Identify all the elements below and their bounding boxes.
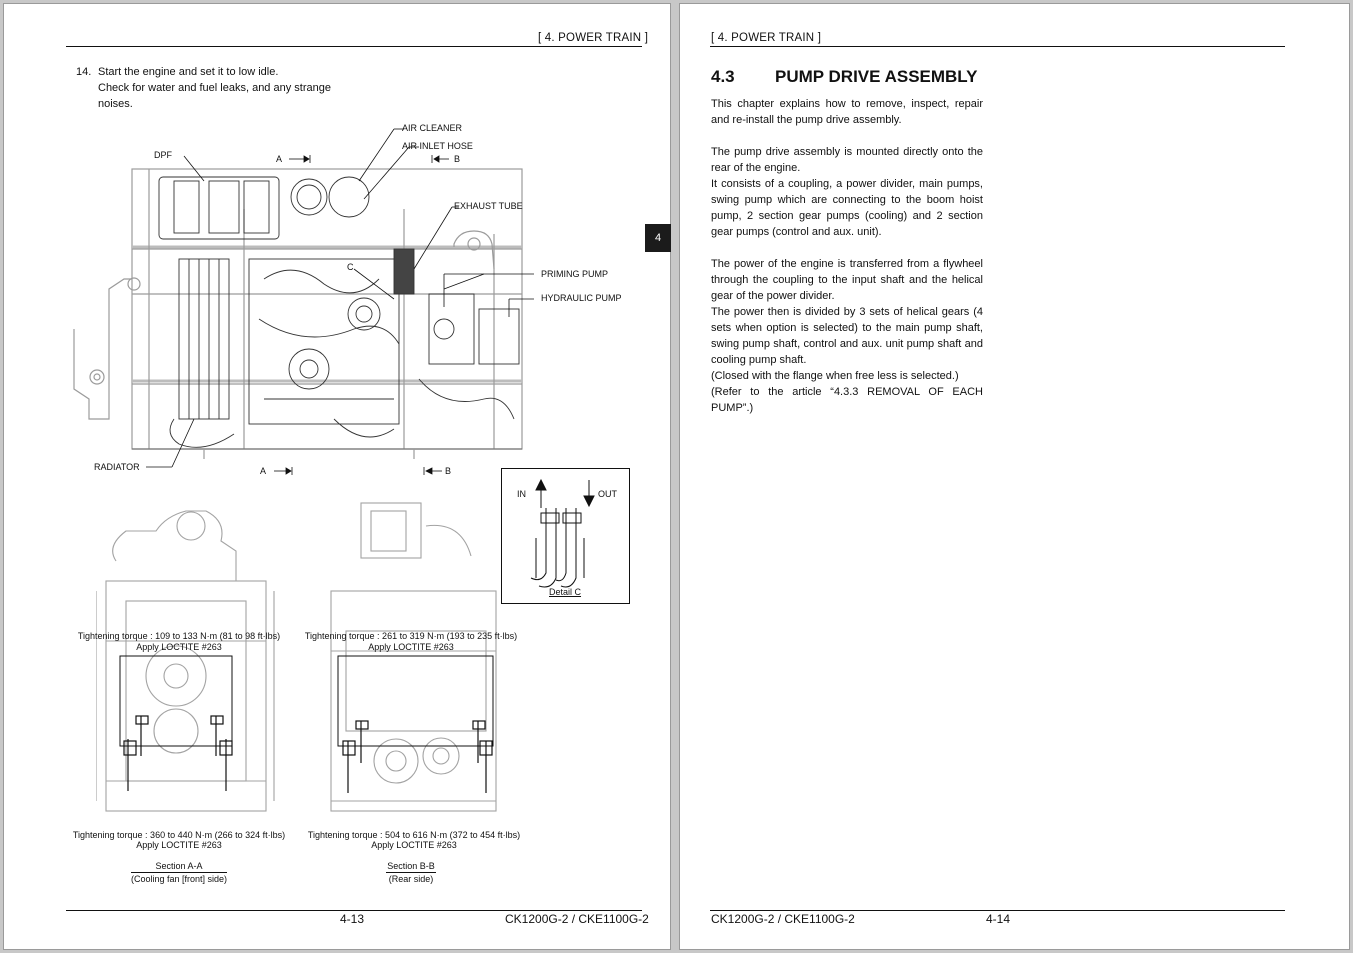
chapter-tab[interactable]: 4 (645, 224, 671, 252)
callout-radiator: RADIATOR (94, 462, 140, 472)
section-bb-torque-top: Tightening torque : 261 to 319 N·m (193 … (304, 631, 518, 641)
section-aa-subcaption: (Cooling fan [front] side) (130, 874, 228, 884)
footer-rule (66, 910, 642, 911)
section-b-marker-top: B (454, 154, 461, 164)
paragraph: (Closed with the flange when free less i… (711, 370, 959, 382)
footer-rule (710, 910, 1285, 911)
section-title: PUMP DRIVE ASSEMBLY (775, 67, 978, 86)
left-page-number: 4-13 (340, 912, 365, 926)
section-b-marker-bottom: B (445, 466, 452, 476)
section-aa-caption: Section A-A (155, 861, 203, 871)
section-bb-drawing (330, 502, 497, 812)
callout-exhaust-tube: EXHAUST TUBE (454, 201, 523, 211)
callout-dpf: DPF (154, 150, 172, 160)
step-line: noises. (98, 98, 133, 110)
step-number: 14. (76, 66, 92, 78)
body-text: This chapter explains how to remove, ins… (711, 96, 983, 416)
detail-c-caption: Detail C (549, 587, 582, 597)
section-aa-torque-top: Tightening torque : 109 to 133 N·m (81 t… (77, 631, 281, 641)
section-bb-loctite-top: Apply LOCTITE #263 (368, 642, 454, 652)
callout-priming-pump: PRIMING PUMP (541, 269, 609, 279)
engine-assembly-drawing (73, 128, 534, 475)
detail-c-out-label: OUT (598, 489, 617, 499)
section-bb-loctite-bottom: Apply LOCTITE #263 (371, 840, 457, 850)
left-page-header: [ 4. POWER TRAIN ] (538, 32, 649, 44)
callout-air-inlet-hose: AIR INLET HOSE (402, 141, 473, 151)
header-rule (710, 46, 1285, 47)
right-footer-model: CK1200G-2 / CKE1100G-2 (711, 912, 855, 926)
right-page: [ 4. POWER TRAIN ] 4.3 PUMP DRIVE ASSEMB… (679, 3, 1350, 950)
section-bb-torque-bottom: Tightening torque : 504 to 616 N·m (372 … (307, 830, 521, 840)
section-aa-loctite-bottom: Apply LOCTITE #263 (136, 840, 222, 850)
paragraph: The power then is divided by 3 sets of h… (711, 306, 983, 366)
paragraph: (Refer to the article “4.3.3 REMOVAL OF … (711, 386, 983, 414)
left-page: [ 4. POWER TRAIN ] 14. Start the engine … (3, 3, 671, 950)
step-line: Start the engine and set it to low idle. (98, 66, 279, 78)
detail-c-in-label: IN (517, 489, 526, 499)
paragraph: The power of the engine is transferred f… (711, 258, 983, 302)
section-a-marker-top: A (276, 154, 283, 164)
callout-air-cleaner: AIR CLEANER (402, 123, 463, 133)
paragraph: The pump drive assembly is mounted direc… (711, 146, 983, 174)
header-rule (66, 46, 642, 47)
detail-c-drawing (501, 468, 630, 604)
section-bb-caption-rule (386, 872, 436, 873)
paragraph: It consists of a coupling, a power divid… (711, 178, 983, 238)
section-aa-drawing (96, 510, 275, 812)
section-number: 4.3 (711, 67, 735, 86)
section-bb-caption: Section B-B (387, 861, 435, 871)
section-aa-caption-rule (131, 872, 227, 873)
paragraph: This chapter explains how to remove, ins… (711, 98, 983, 126)
right-page-header: [ 4. POWER TRAIN ] (711, 32, 822, 44)
right-page-number: 4-14 (986, 912, 1011, 926)
step-line: Check for water and fuel leaks, and any … (98, 82, 331, 94)
section-a-marker-bottom: A (260, 466, 267, 476)
callout-hydraulic-pump: HYDRAULIC PUMP (541, 293, 622, 303)
section-aa-loctite-top: Apply LOCTITE #263 (136, 642, 222, 652)
section-aa-torque-bottom: Tightening torque : 360 to 440 N·m (266 … (72, 830, 286, 840)
section-bb-subcaption: (Rear side) (388, 874, 434, 884)
callout-detail-c-marker: C (347, 262, 354, 272)
left-footer-model: CK1200G-2 / CKE1100G-2 (505, 912, 649, 926)
